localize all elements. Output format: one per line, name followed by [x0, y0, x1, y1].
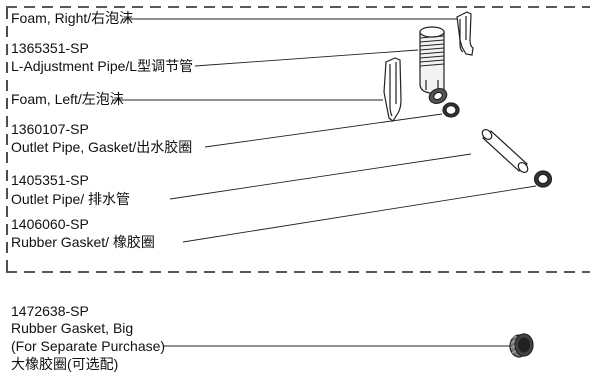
label-l-adjustment-pipe-name: L-Adjustment Pipe/L型调节管 [11, 58, 194, 74]
l-adjustment-pipe-part [419, 26, 448, 104]
label-outlet-gasket-name: Outlet Pipe, Gasket/出水胶圈 [11, 139, 193, 155]
label-rubber-gasket-part-number: 1406060-SP [11, 216, 89, 232]
leader-outlet-pipe [169, 153, 472, 200]
leader-outlet-gasket [204, 113, 443, 148]
leader-rubber-gasket [182, 185, 537, 243]
label-outlet-pipe-part-number: 1405351-SP [11, 172, 89, 188]
foam-left-part [383, 57, 402, 122]
leader-lines [112, 18, 537, 347]
label-big-gasket-note: (For Separate Purchase) [11, 338, 166, 354]
outlet-pipe-part [481, 129, 529, 173]
label-foam-left: Foam, Left/左泡沫 [11, 91, 124, 107]
label-foam-right: Foam, Right/右泡沫 [11, 10, 134, 26]
label-outlet-gasket-part-number: 1360107-SP [11, 121, 89, 137]
big-rubber-gasket-part [509, 333, 534, 358]
label-big-gasket-part-number: 1472638-SP [11, 303, 89, 319]
kit-border [6, 6, 590, 273]
label-outlet-pipe-name: Outlet Pipe/ 排水管 [11, 191, 131, 207]
outlet-gasket-part [442, 102, 460, 118]
rubber-gasket-part [533, 170, 553, 188]
label-big-gasket-name: Rubber Gasket, Big [11, 320, 134, 336]
label-l-adjustment-pipe-part-number: 1365351-SP [11, 40, 89, 56]
label-rubber-gasket-name: Rubber Gasket/ 橡胶圈 [11, 234, 155, 250]
foam-right-part [456, 11, 474, 56]
leader-l-adjustment-pipe [194, 49, 419, 67]
label-big-gasket-chinese: 大橡胶圈(可选配) [11, 356, 119, 372]
